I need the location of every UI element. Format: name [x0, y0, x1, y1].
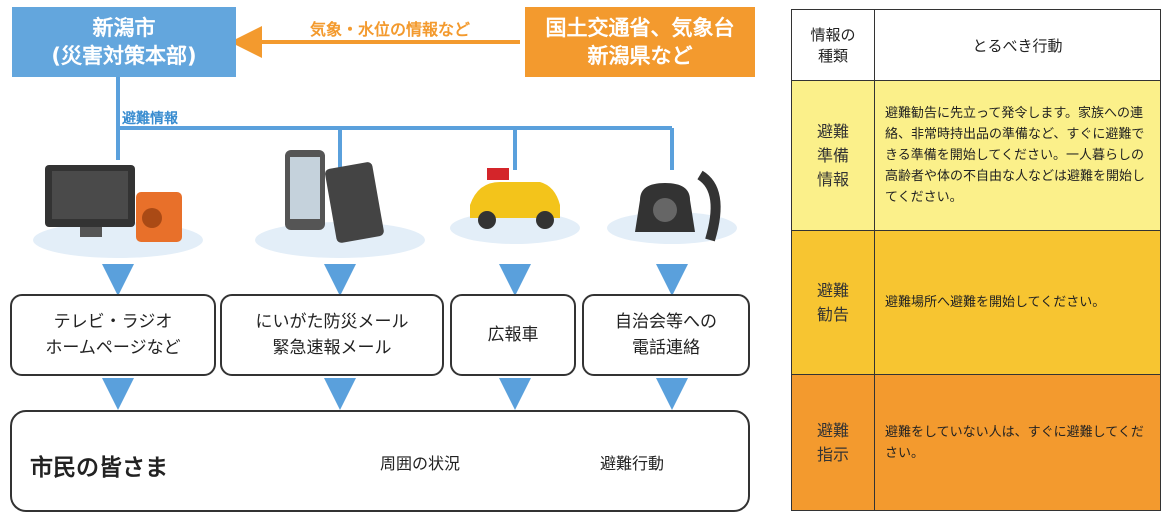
- channel-mail: にいがた防災メール 緊急速報メール: [220, 294, 444, 376]
- evacuation-info-label: 避難情報: [122, 111, 178, 127]
- level-type: 避難 指示: [791, 374, 875, 511]
- level-desc: 避難勧告に先立って発令します。家族への連絡、非常時持出品の準備など、すぐに避難で…: [874, 80, 1161, 231]
- radio-icon: [136, 192, 182, 242]
- smartphone-icon: [285, 150, 325, 230]
- header-action: とるべき行動: [874, 9, 1161, 81]
- mobile-phone-icon: [325, 162, 384, 243]
- channel-phone: 自治会等への 電話連絡: [582, 294, 750, 376]
- header-type: 情報の 種類: [791, 9, 875, 81]
- telephone-icon: [635, 170, 721, 242]
- agencies-box: 国土交通省、気象台 新潟県など: [525, 7, 755, 77]
- channel-pr-car: 広報車: [450, 294, 576, 376]
- table-row: 避難 指示 避難をしていない人は、すぐに避難してください。: [791, 374, 1161, 511]
- citizens-box: [10, 410, 750, 512]
- evacuation-action-label: 避難行動: [600, 454, 665, 473]
- level-type: 避難 準備 情報: [791, 80, 875, 231]
- citizens-label: 市民の皆さま: [30, 455, 168, 481]
- table-row: 避難 勧告 避難場所へ避難を開始してください。: [791, 230, 1161, 375]
- level-desc: 避難場所へ避難を開始してください。: [874, 230, 1161, 375]
- situation-label: 周囲の状況: [380, 454, 461, 473]
- level-desc: 避難をしていない人は、すぐに避難してください。: [874, 374, 1161, 511]
- evacuation-levels-table: 情報の 種類 とるべき行動 避難 準備 情報 避難勧告に先立って発令します。家族…: [791, 9, 1161, 511]
- tv-icon: [45, 165, 135, 237]
- info-flow-label: 気象・水位の情報など: [310, 20, 471, 39]
- channel-tv-radio: テレビ・ラジオ ホームページなど: [10, 294, 216, 376]
- pr-car-icon: [470, 168, 560, 229]
- city-hq-box: 新潟市 (災害対策本部): [12, 7, 236, 77]
- table-header-row: 情報の 種類 とるべき行動: [791, 9, 1161, 81]
- level-type: 避難 勧告: [791, 230, 875, 375]
- table-row: 避難 準備 情報 避難勧告に先立って発令します。家族への連絡、非常時持出品の準備…: [791, 80, 1161, 231]
